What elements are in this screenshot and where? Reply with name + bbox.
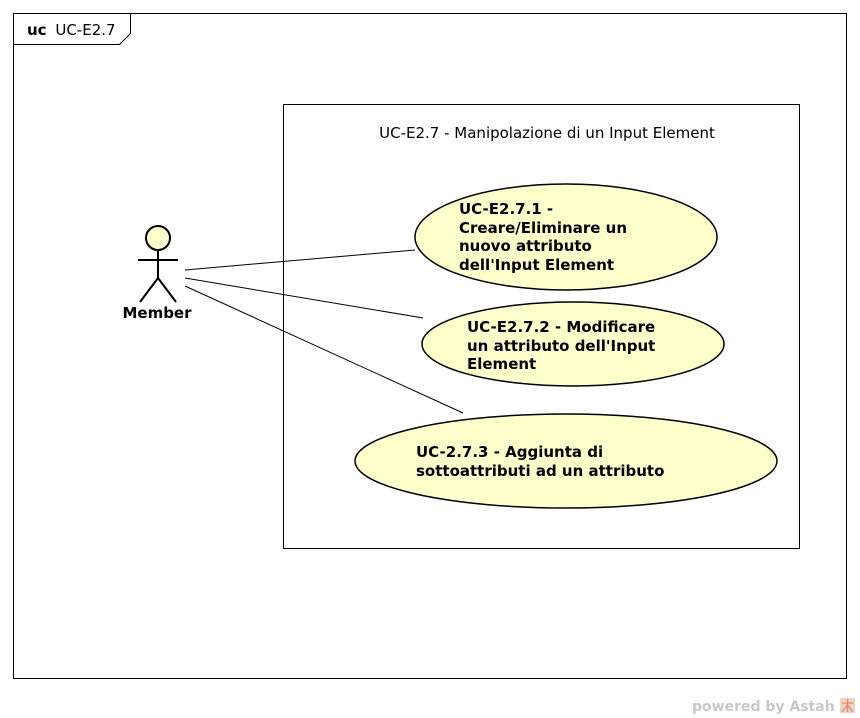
use-case-label-line: UC-2.7.3 - Aggiunta di <box>416 443 603 461</box>
actor-label: Member <box>122 304 192 322</box>
use-case-ellipse <box>414 183 718 291</box>
actor-left-leg <box>139 277 159 303</box>
system-title: UC-E2.7 - Manipolazione di un Input Elem… <box>379 124 715 142</box>
actor-member[interactable]: Member <box>122 225 192 322</box>
powered-by-text: powered by Astah <box>692 699 835 715</box>
frame-tag <box>13 13 131 45</box>
use-case-label: UC-E2.7.1 - Creare/Eliminare un nuovo at… <box>459 200 632 274</box>
use-case-label: UC-2.7.3 - Aggiunta di sottoattributi ad… <box>416 443 664 480</box>
use-case-label-line: Element <box>467 355 536 373</box>
use-case-label-line: sottoattributi ad un attributo <box>416 462 664 480</box>
use-case-label: UC-E2.7.2 - Modificare un attributo dell… <box>467 318 661 373</box>
actor-right-leg <box>157 277 177 303</box>
use-case-ellipse <box>354 413 778 509</box>
use-case-label-line: un attributo dell'Input <box>467 337 655 355</box>
actor-head <box>145 225 171 251</box>
use-case-3[interactable]: UC-2.7.3 - Aggiunta di sottoattributi ad… <box>354 413 778 509</box>
astah-logo-icon <box>840 698 855 713</box>
use-case-label-line: Creare/Eliminare un <box>459 219 627 237</box>
use-case-label-line: dell'Input Element <box>459 256 614 274</box>
use-case-ellipse <box>421 301 725 387</box>
use-case-1[interactable]: UC-E2.7.1 - Creare/Eliminare un nuovo at… <box>414 183 718 291</box>
frame-keyword: uc <box>27 21 47 39</box>
association-line-2 <box>184 277 424 319</box>
use-case-label-line: nuovo attributo <box>459 237 592 255</box>
association-line-1 <box>184 249 416 271</box>
use-case-label-line: UC-E2.7.2 - Modificare <box>467 318 655 336</box>
frame-label: uc UC-E2.7 <box>27 21 116 39</box>
use-case-label-line: UC-E2.7.1 - <box>459 200 553 218</box>
frame-name: UC-E2.7 <box>55 21 115 39</box>
use-case-2[interactable]: UC-E2.7.2 - Modificare un attributo dell… <box>421 301 725 387</box>
association-line-3 <box>184 285 464 414</box>
